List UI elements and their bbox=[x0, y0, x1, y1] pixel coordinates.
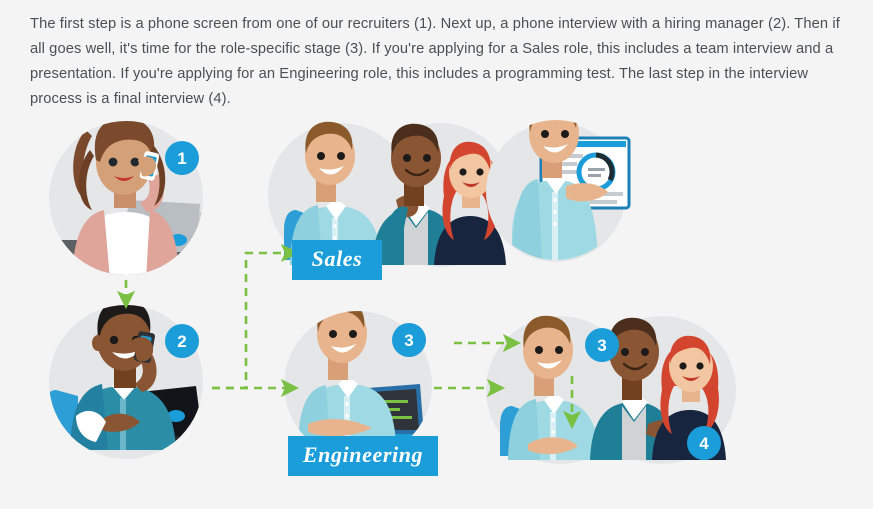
step-badge-3-engineering: 3 bbox=[392, 323, 426, 357]
step-badge-2: 2 bbox=[165, 324, 199, 358]
sales-person-c bbox=[434, 141, 506, 265]
interview-process-diagram: Sales Engineering 1 2 3 3 4 bbox=[0, 100, 873, 509]
step-badge-4: 4 bbox=[687, 426, 721, 460]
scene-sales-team bbox=[258, 121, 512, 267]
banner-sales: Sales bbox=[292, 240, 382, 280]
step-badge-3-sales-label: 3 bbox=[597, 335, 607, 355]
connector-2-to-sales bbox=[212, 243, 299, 390]
step-badge-4-label: 4 bbox=[699, 433, 709, 453]
step-badge-3-sales: 3 bbox=[585, 328, 619, 362]
scene-presentation bbox=[486, 120, 631, 262]
final-person-a bbox=[508, 315, 600, 460]
step-badge-1-label: 1 bbox=[177, 148, 187, 168]
scene-phone-interview bbox=[49, 305, 203, 459]
step-badge-2-label: 2 bbox=[177, 331, 187, 351]
connector-group bbox=[116, 243, 582, 429]
banner-sales-label: Sales bbox=[311, 246, 363, 271]
step-badge-3-engineering-label: 3 bbox=[404, 330, 414, 350]
diagram-artwork bbox=[49, 120, 736, 464]
banner-engineering: Engineering bbox=[288, 436, 438, 476]
banner-engineering-label: Engineering bbox=[302, 442, 424, 467]
step-badge-1: 1 bbox=[165, 141, 199, 175]
intro-paragraph: The first step is a phone screen from on… bbox=[30, 16, 840, 107]
